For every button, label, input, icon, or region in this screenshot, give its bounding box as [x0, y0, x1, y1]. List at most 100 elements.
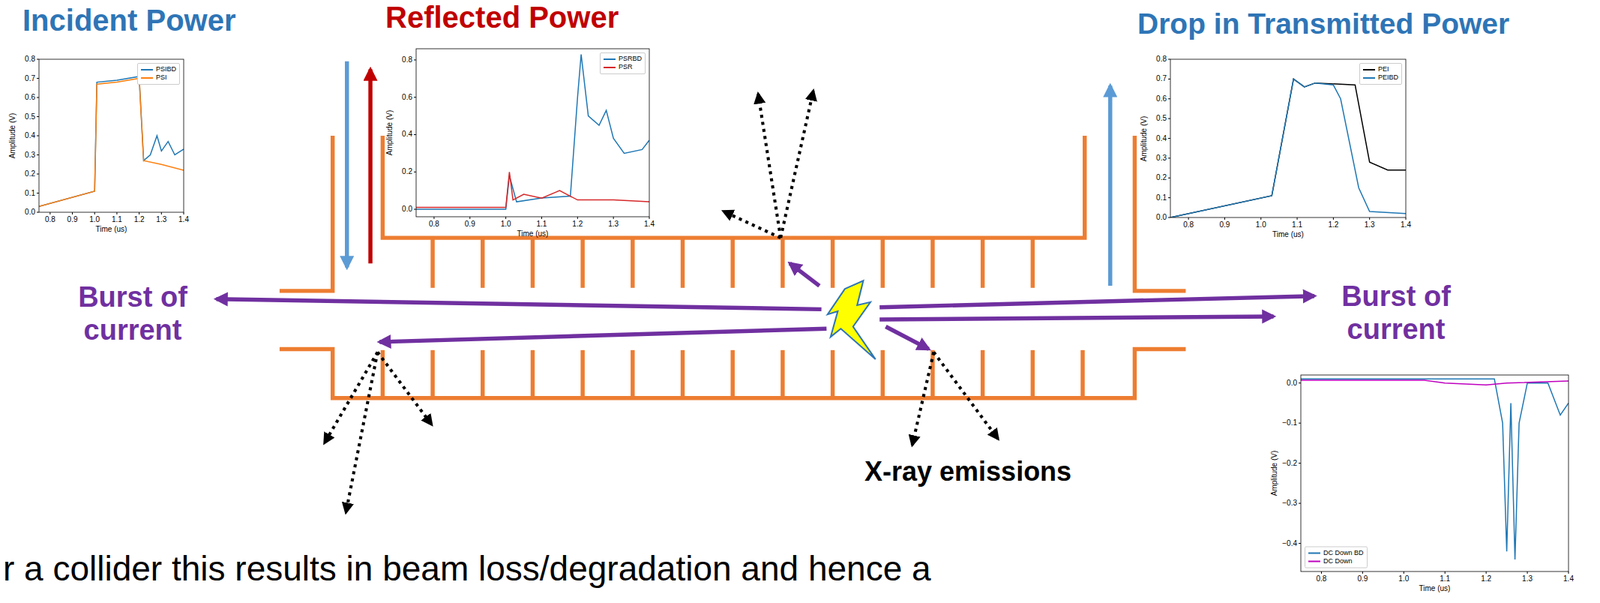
tick-mark: [183, 212, 185, 215]
legend-text: PEI: [1378, 65, 1390, 74]
tick-mark: [71, 212, 73, 215]
tick-label: 1.2: [572, 220, 583, 228]
tick-mark: [161, 212, 162, 215]
signal-trace: [416, 53, 650, 210]
tick-mark: [413, 209, 417, 210]
tick-label: 0.5: [1156, 114, 1167, 123]
xray-arrows: [324, 90, 998, 513]
signal-trace: [1300, 378, 1569, 560]
tick-mark: [36, 116, 39, 117]
tick-label: 0.2: [401, 167, 413, 176]
tick-label: −0.4: [1282, 539, 1298, 548]
tick-mark: [1168, 98, 1171, 99]
tick-mark: [36, 173, 39, 175]
legend-entry: PEIBD: [1363, 73, 1399, 82]
tick-mark: [49, 212, 51, 215]
tick-mark: [36, 154, 39, 156]
axis-label: Amplitude (V): [386, 110, 394, 156]
tick-mark: [1168, 177, 1171, 179]
tick-mark: [1321, 571, 1322, 574]
tick-label: 0.2: [1156, 173, 1167, 182]
legend-entry: PSIBD: [140, 65, 177, 74]
tick-label: 1.3: [1364, 221, 1376, 229]
legend-entry: PSR: [603, 62, 642, 72]
signal-trace: [416, 171, 650, 207]
tick-label: 1.4: [1400, 221, 1412, 229]
tick-label: 0.0: [401, 205, 413, 213]
tick-label: 0.8: [1156, 55, 1167, 63]
current-label: Burst of current: [61, 281, 204, 347]
tick-label: 1.1: [1291, 221, 1303, 229]
tick-label: −0.2: [1282, 459, 1298, 468]
tick-label: 1.1: [1439, 575, 1451, 583]
tick-label: 0.8: [1316, 575, 1328, 583]
tick-label: 1.0: [1398, 575, 1409, 583]
plot-legend: DC Down BDDC Down: [1304, 546, 1368, 569]
legend-entry: DC Down: [1308, 557, 1364, 566]
tick-mark: [433, 216, 435, 219]
tick-label: 0.0: [24, 208, 36, 216]
tick-label: 1.2: [1480, 575, 1492, 583]
tick-mark: [116, 212, 117, 215]
tick-label: 0.9: [67, 215, 78, 224]
tick-mark: [1333, 217, 1334, 220]
axis-label: Amplitude (V): [8, 113, 17, 159]
tick-label: 0.4: [1156, 134, 1167, 143]
legend-swatch: [1308, 551, 1321, 554]
legend-swatch: [1363, 68, 1376, 71]
tick-label: −0.3: [1282, 499, 1298, 507]
tick-mark: [541, 216, 543, 219]
signal-trace: [1170, 78, 1406, 218]
current-label: Burst of current: [1324, 280, 1468, 346]
title-label: Incident Power: [22, 2, 237, 38]
tick-mark: [36, 212, 39, 213]
tick-label: 0.8: [1183, 221, 1194, 229]
plot-legend: PSIBDPSI: [137, 62, 180, 85]
legend-text: PSI: [155, 73, 168, 82]
tick-label: 0.1: [24, 189, 36, 198]
axis-label: Time (us): [517, 230, 549, 238]
tick-mark: [1168, 157, 1171, 159]
current-arrows: [216, 263, 1315, 349]
plot-axes: [1298, 374, 1569, 574]
tick-mark: [1168, 137, 1171, 139]
power-arrows: [347, 61, 1111, 286]
tick-label: 0.2: [24, 170, 36, 178]
tick-mark: [1527, 571, 1529, 574]
legend-text: PSRBD: [618, 54, 642, 63]
tick-mark: [1362, 571, 1364, 574]
legend-text: DC Down: [1323, 557, 1353, 566]
legend-swatch: [140, 77, 153, 79]
tick-mark: [36, 77, 39, 79]
tick-label: 0.5: [24, 113, 36, 121]
tick-mark: [36, 97, 39, 99]
legend-swatch: [603, 66, 616, 69]
tick-label: 0.0: [1286, 379, 1298, 387]
axis-label: Time (us): [1272, 230, 1304, 239]
legend-entry: PSI: [140, 73, 177, 82]
tick-mark: [1405, 217, 1407, 220]
legend-text: PSR: [618, 62, 633, 72]
tick-mark: [613, 216, 615, 219]
tick-mark: [1298, 422, 1301, 424]
signal-trace: [38, 76, 184, 207]
breakdown-spark: [827, 280, 876, 360]
tick-label: 0.7: [1156, 74, 1167, 83]
tick-label: 1.1: [536, 220, 548, 228]
axes-frame: [38, 59, 184, 213]
tick-label: 1.0: [89, 215, 100, 224]
tick-label: 0.9: [1357, 575, 1368, 583]
tick-mark: [1298, 382, 1301, 384]
tick-label: 1.4: [178, 215, 189, 224]
title-label: Reflected Power: [385, 0, 619, 35]
tick-mark: [413, 96, 417, 98]
plot-legend: PSRBDPSR: [599, 52, 646, 75]
plot-axes: [1168, 59, 1406, 220]
tick-label: 1.4: [644, 220, 655, 228]
tick-mark: [1168, 59, 1171, 60]
legend-entry: DC Down BD: [1308, 548, 1364, 558]
tick-mark: [1260, 217, 1262, 220]
tick-mark: [94, 212, 96, 215]
tick-label: 0.8: [24, 55, 36, 63]
tick-label: −0.1: [1282, 419, 1298, 427]
